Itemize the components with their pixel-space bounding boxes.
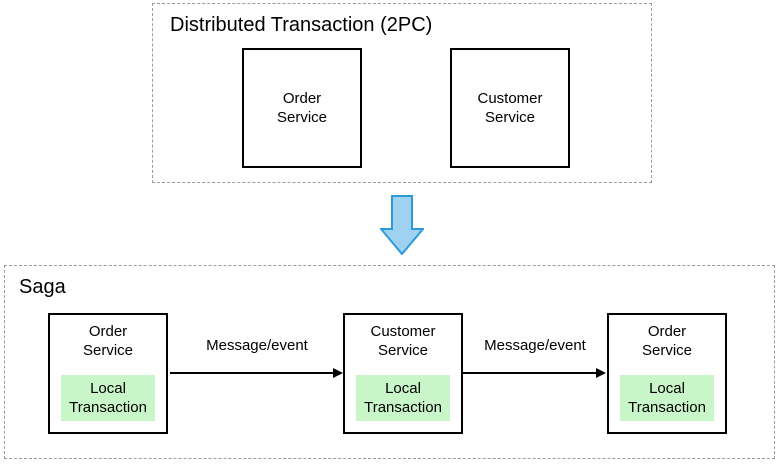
- message-event-label: Message/event: [206, 337, 308, 354]
- local-transaction-label-line: Local: [385, 380, 421, 397]
- service-label: Customer Service: [452, 89, 568, 127]
- local-transaction-box: Local Transaction: [356, 375, 450, 421]
- saga-order-service-box-2: Order Service Local Transaction: [607, 313, 727, 434]
- local-transaction-label-line: Transaction: [364, 399, 442, 416]
- message-event-label: Message/event: [484, 337, 586, 354]
- service-label: Order Service: [609, 322, 725, 360]
- saga-container: Saga Order Service Local Transaction Mes…: [4, 265, 775, 459]
- service-label-line: Order: [282, 90, 322, 107]
- service-label-line: Service: [276, 109, 328, 126]
- local-transaction-label-line: Transaction: [628, 399, 706, 416]
- local-transaction-label-line: Local: [649, 380, 685, 397]
- message-arrow-icon: [170, 368, 343, 378]
- service-label-line: Order: [88, 323, 128, 340]
- two-pc-container: Distributed Transaction (2PC) Order Serv…: [152, 3, 652, 183]
- two-pc-customer-service-box: Customer Service: [450, 48, 570, 168]
- service-label-line: Service: [377, 342, 429, 359]
- saga-order-service-box-1: Order Service Local Transaction: [48, 313, 168, 434]
- service-label: Order Service: [50, 322, 166, 360]
- message-arrow-icon: [463, 368, 606, 378]
- service-label: Customer Service: [345, 322, 461, 360]
- service-label-line: Service: [641, 342, 693, 359]
- two-pc-title: Distributed Transaction (2PC): [170, 14, 433, 36]
- two-pc-order-service-box: Order Service: [242, 48, 362, 168]
- local-transaction-box: Local Transaction: [61, 375, 155, 421]
- service-label-line: Order: [647, 323, 687, 340]
- local-transaction-label-line: Transaction: [69, 399, 147, 416]
- service-label-line: Customer: [370, 323, 436, 340]
- service-label-line: Customer: [477, 90, 543, 107]
- service-label-line: Service: [484, 109, 536, 126]
- saga-title: Saga: [19, 276, 66, 298]
- saga-customer-service-box: Customer Service Local Transaction: [343, 313, 463, 434]
- service-label-line: Service: [82, 342, 134, 359]
- local-transaction-box: Local Transaction: [620, 375, 714, 421]
- service-label: Order Service: [244, 89, 360, 127]
- local-transaction-label-line: Local: [90, 380, 126, 397]
- down-arrow-icon: [380, 195, 424, 255]
